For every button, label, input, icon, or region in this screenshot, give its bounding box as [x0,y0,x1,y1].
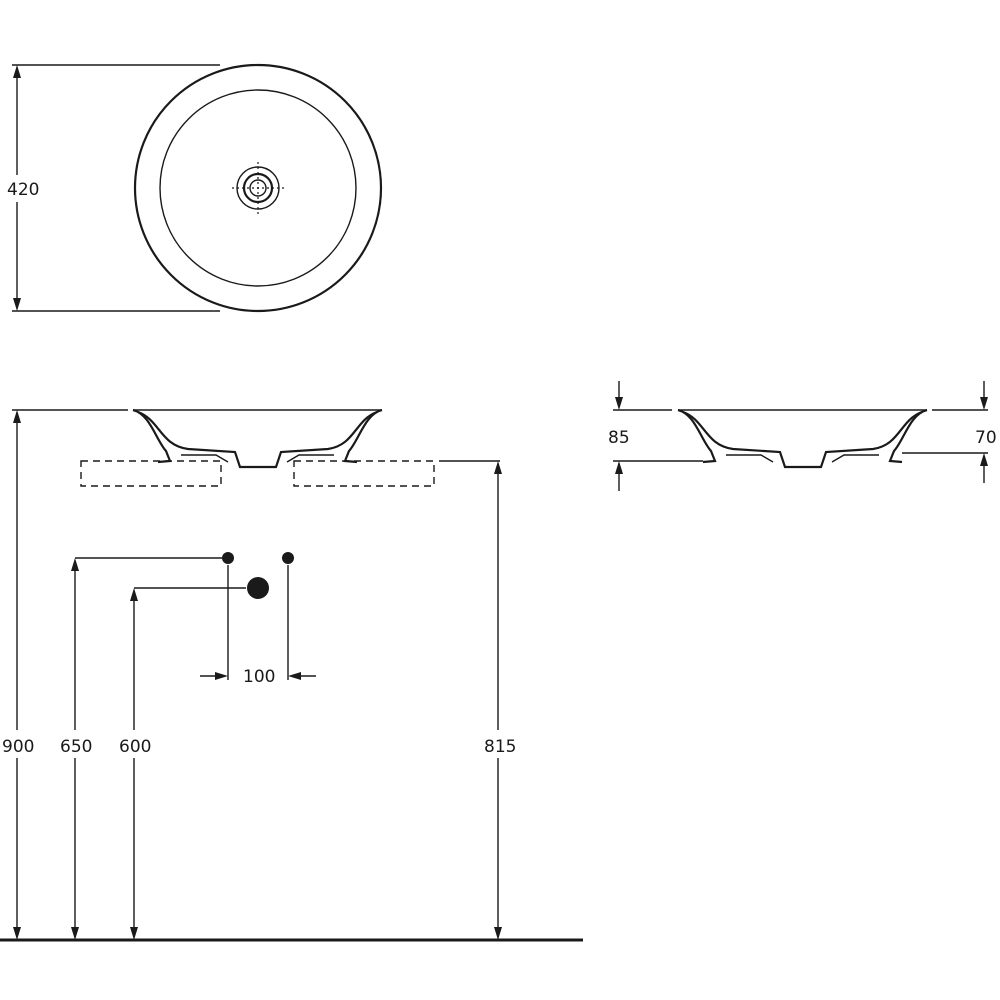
dimension-inlet-height: 650 [60,557,222,940]
arrow-down-icon [980,397,988,410]
arrow-up-icon [494,461,502,474]
dimension-inlet-spacing: 100 [200,565,316,687]
water-inlet-left [222,552,234,564]
arrow-up-icon [130,588,138,601]
dimension-label-counter-height: 815 [484,737,516,757]
drain-symbol [232,162,284,214]
basin-bowl-inner [682,410,923,469]
dimension-basin-height: 85 [608,381,703,491]
arrow-down-icon [13,298,21,311]
arrow-up-icon [71,558,79,571]
arrow-left-icon [288,672,301,680]
dimension-label-inlet-spacing: 100 [243,667,275,687]
dimension-rim-to-counter: 70 [902,381,997,483]
drain-outlet [247,577,269,599]
arrow-up-icon [615,461,623,474]
countertop-left-dashed [80,460,222,487]
dimension-total-height: 900 [2,409,128,940]
dimension-label-rim-to-counter: 70 [975,428,997,448]
countertop-right-dashed [293,460,435,487]
basin-bowl-inner [137,410,378,469]
arrow-down-icon [71,927,79,940]
arrow-up-icon [13,65,21,78]
basin-outer-rim [133,63,383,313]
dimension-drain-height: 600 [119,587,246,940]
arrow-up-icon [980,453,988,466]
water-inlet-right [282,552,294,564]
top-view [133,63,383,313]
arrow-down-icon [494,927,502,940]
arrow-right-icon [215,672,228,680]
arrow-down-icon [615,397,623,410]
dimension-diameter: 420 [7,64,220,312]
arrow-up-icon [13,410,21,423]
dimension-label-basin-height: 85 [608,428,630,448]
basin-inner-bowl [159,89,357,287]
dimension-label-total-height: 900 [2,737,34,757]
basin-foot-left [726,454,774,463]
dimension-label-drain-height: 600 [119,737,151,757]
arrow-down-icon [130,927,138,940]
dimension-counter-height: 815 [439,460,516,940]
arrow-down-icon [13,927,21,940]
front-elevation [0,408,583,942]
basin-foot-right [831,454,879,463]
dimension-label-diameter: 420 [7,180,39,200]
dimension-label-inlet-height: 650 [60,737,92,757]
side-elevation [677,408,928,469]
basin-foot-left [181,454,229,463]
basin-foot-right [286,454,334,463]
drain-inner-ring [249,179,267,197]
